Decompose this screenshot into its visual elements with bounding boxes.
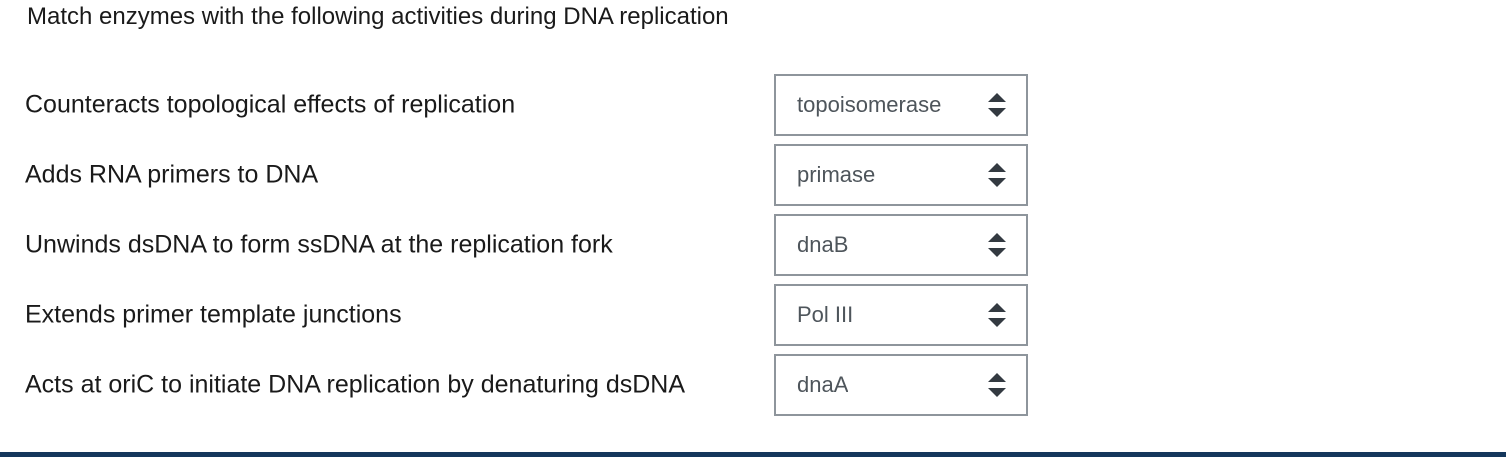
match-row: Adds RNA primers to DNA primase: [0, 140, 1506, 210]
enzyme-select-value: dnaA: [797, 372, 849, 397]
match-row: Unwinds dsDNA to form ssDNA at the repli…: [0, 210, 1506, 280]
match-row: Acts at oriC to initiate DNA replication…: [0, 350, 1506, 420]
unfold-arrows-icon: [986, 162, 1008, 188]
unfold-arrows-icon: [986, 92, 1008, 118]
enzyme-select[interactable]: dnaB: [774, 214, 1028, 276]
enzyme-select[interactable]: primase: [774, 144, 1028, 206]
activity-label: Acts at oriC to initiate DNA replication…: [25, 370, 686, 399]
enzyme-select-value: Pol III: [797, 302, 854, 327]
section-divider: [0, 452, 1506, 457]
enzyme-select[interactable]: topoisomerase: [774, 74, 1028, 136]
enzyme-select-value: primase: [797, 162, 876, 187]
match-rows: Counteracts topological effects of repli…: [0, 70, 1506, 420]
question-title: Match enzymes with the following activit…: [27, 3, 729, 30]
activity-label: Unwinds dsDNA to form ssDNA at the repli…: [25, 230, 613, 259]
match-row: Extends primer template junctions Pol II…: [0, 280, 1506, 350]
unfold-arrows-icon: [986, 232, 1008, 258]
enzyme-select-value: dnaB: [797, 232, 849, 257]
unfold-arrows-icon: [986, 372, 1008, 398]
activity-label: Extends primer template junctions: [25, 300, 402, 329]
unfold-arrows-icon: [986, 302, 1008, 328]
activity-label: Adds RNA primers to DNA: [25, 160, 319, 189]
activity-label: Counteracts topological effects of repli…: [25, 90, 516, 119]
enzyme-select-value: topoisomerase: [797, 92, 942, 117]
enzyme-select[interactable]: dnaA: [774, 354, 1028, 416]
enzyme-select[interactable]: Pol III: [774, 284, 1028, 346]
match-row: Counteracts topological effects of repli…: [0, 70, 1506, 140]
